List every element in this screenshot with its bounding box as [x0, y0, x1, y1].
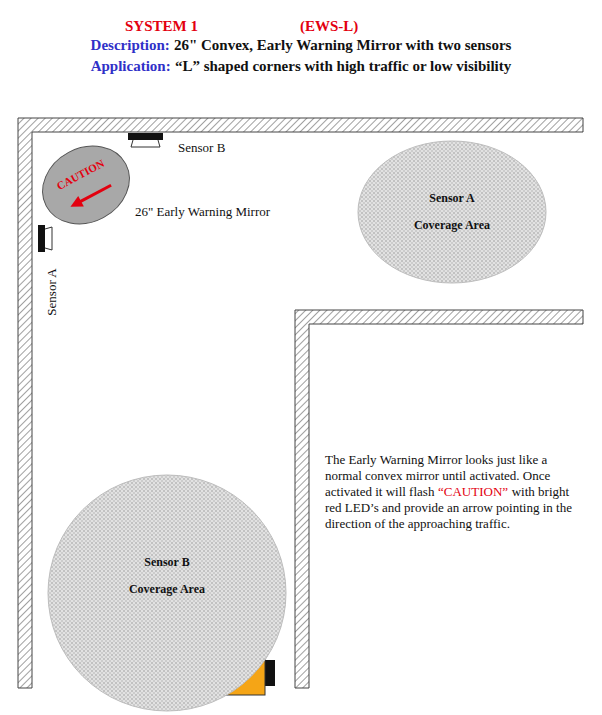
application-text: “L” shaped corners with high traffic or …: [175, 58, 511, 74]
note-highlight: “CAUTION”: [438, 484, 508, 499]
application-heading: Application:: [91, 58, 171, 74]
note-paragraph: The Early Warning Mirror looks just like…: [325, 452, 587, 532]
sensor-a-device: [38, 225, 52, 252]
sensor-label: Sensor A: [44, 268, 60, 315]
title: SYSTEM 1: [125, 18, 198, 35]
description-text: 26" Convex, Early Warning Mirror with tw…: [174, 37, 512, 53]
coverage-label: Sensor B Coverage Area: [119, 549, 215, 603]
coverage-label: Sensor A Coverage Area: [404, 185, 500, 239]
mirror-label: 26" Early Warning Mirror: [135, 204, 270, 220]
mirror-shape: [28, 130, 145, 240]
system-code: (EWS-L): [300, 18, 358, 35]
application-line: Application:“L” shaped corners with high…: [0, 58, 602, 75]
description-heading: Description:: [91, 37, 170, 53]
warning-mirror: CAUTION: [28, 130, 145, 240]
sensor-b-device: [128, 133, 163, 147]
inner-wall: [295, 310, 583, 688]
coverage-shape: [357, 140, 547, 284]
coverage-area: Sensor B Coverage Area: [47, 474, 287, 712]
sensor-label: Sensor B: [178, 140, 225, 156]
description-line: Description:26" Convex, Early Warning Mi…: [0, 37, 602, 54]
coverage-area: Sensor A Coverage Area: [357, 140, 547, 284]
